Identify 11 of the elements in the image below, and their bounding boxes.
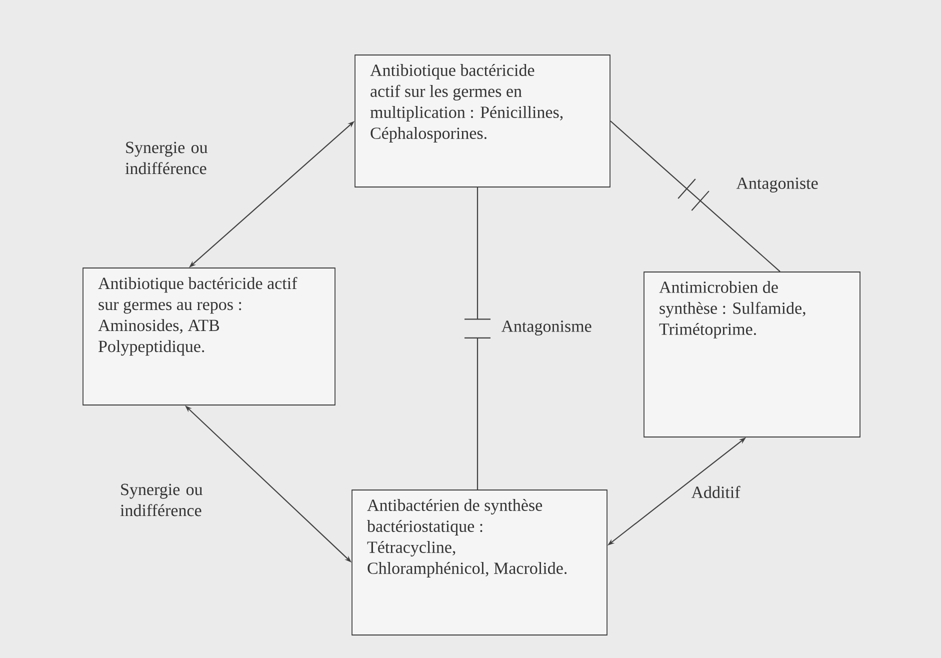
- edge-label: Additif: [691, 486, 740, 498]
- edge-label: Synergie ou indifférence: [120, 484, 202, 516]
- text-box: Antimicrobien de synthèse : Sulfamide, Trimétoprime.: [644, 272, 860, 438]
- text-box: Antibactérien de synthèse bactériostatique : Tétracycline, Chloramphénicol, Macrolide.: [352, 490, 608, 636]
- text-box: Antibiotique bactéricide actif sur germes au repos : Aminosides, ATB Polypeptidique.: [82, 268, 336, 406]
- edge-label: Synergie ou indifférence: [125, 142, 208, 174]
- text-box: Antibiotique bactéricide actif sur les germes en multiplication : Pénicillines, Céphalosporines.: [354, 54, 610, 188]
- connector: [464, 186, 492, 490]
- edge-label: Antagonisme: [501, 320, 592, 336]
- connector: [610, 120, 781, 272]
- edge-label: Antagoniste: [736, 178, 818, 192]
